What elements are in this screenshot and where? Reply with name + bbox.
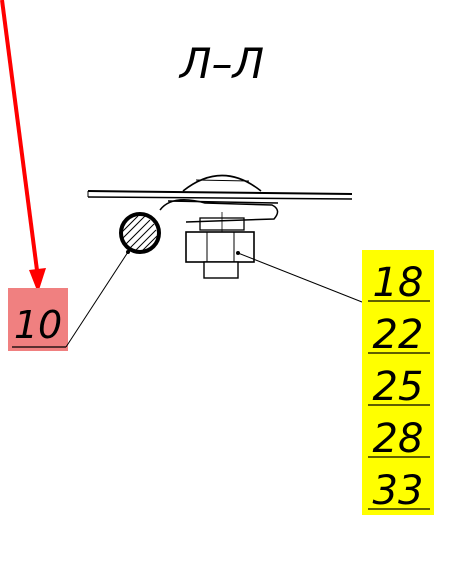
left-callout-highlight bbox=[8, 288, 68, 351]
right-leader-line bbox=[237, 252, 363, 303]
right-callout-highlight bbox=[362, 250, 434, 515]
right-callout-label: 33 bbox=[373, 468, 424, 514]
right-callout-list: 18 22 25 28 33 bbox=[368, 260, 430, 514]
red-arrow-icon bbox=[0, 0, 46, 293]
right-callout-label: 22 bbox=[373, 312, 424, 358]
right-callout-label: 25 bbox=[373, 364, 424, 410]
section-title: Л–Л bbox=[178, 39, 264, 88]
right-callout-label: 28 bbox=[373, 416, 424, 462]
left-leader-line bbox=[65, 251, 129, 348]
right-callout-label: 18 bbox=[373, 260, 424, 306]
rod-hatching bbox=[121, 215, 158, 252]
assembly-drawing bbox=[87, 174, 353, 279]
left-callout-label: 10 bbox=[14, 303, 62, 347]
left-leader-dot bbox=[126, 250, 130, 254]
